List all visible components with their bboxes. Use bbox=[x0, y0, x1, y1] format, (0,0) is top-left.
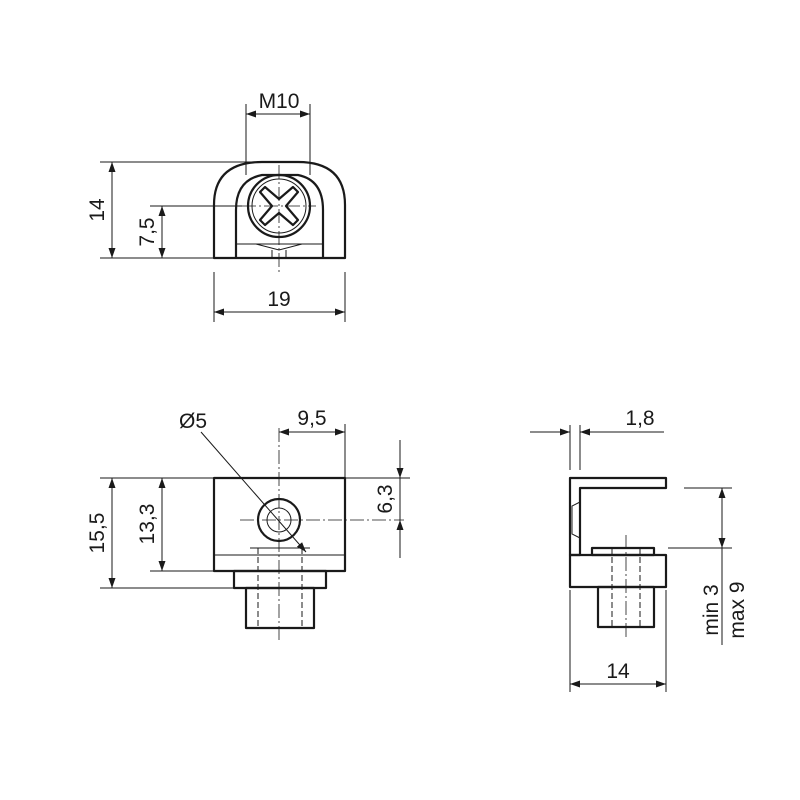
hole-offset-label: 9,5 bbox=[297, 407, 326, 430]
hole-leader-line bbox=[200, 431, 307, 553]
front-view-body bbox=[212, 476, 347, 573]
thread-label: M10 bbox=[259, 90, 300, 113]
side-collar bbox=[590, 546, 656, 557]
top-width-label: 19 bbox=[267, 288, 290, 311]
side-screw-head bbox=[571, 501, 581, 539]
thickness-label: 1,8 bbox=[625, 407, 654, 430]
hole-label: Ø5 bbox=[179, 410, 207, 433]
side-base-plate bbox=[568, 553, 668, 589]
range-max-label: max 9 bbox=[726, 581, 749, 638]
front-view: Ø5 9,5 15,5 13,3 6,3 bbox=[86, 407, 410, 640]
inner-height-label: 13,3 bbox=[136, 504, 159, 545]
front-collar bbox=[232, 569, 328, 590]
center-height-label: 7,5 bbox=[136, 217, 159, 246]
top-height-label: 14 bbox=[86, 198, 109, 222]
range-min-label: min 3 bbox=[700, 584, 723, 635]
top-view: M10 14 7,5 19 bbox=[86, 90, 347, 322]
side-width-label: 14 bbox=[606, 660, 630, 683]
front-height-label: 15,5 bbox=[86, 513, 109, 554]
top-view-body bbox=[212, 160, 347, 260]
side-view: 1,8 min 3 max 9 14 bbox=[530, 407, 749, 692]
side-bracket bbox=[568, 476, 668, 557]
screw-base-stem bbox=[271, 250, 287, 258]
front-shank bbox=[244, 586, 316, 630]
hole-height-label: 6,3 bbox=[374, 484, 397, 513]
